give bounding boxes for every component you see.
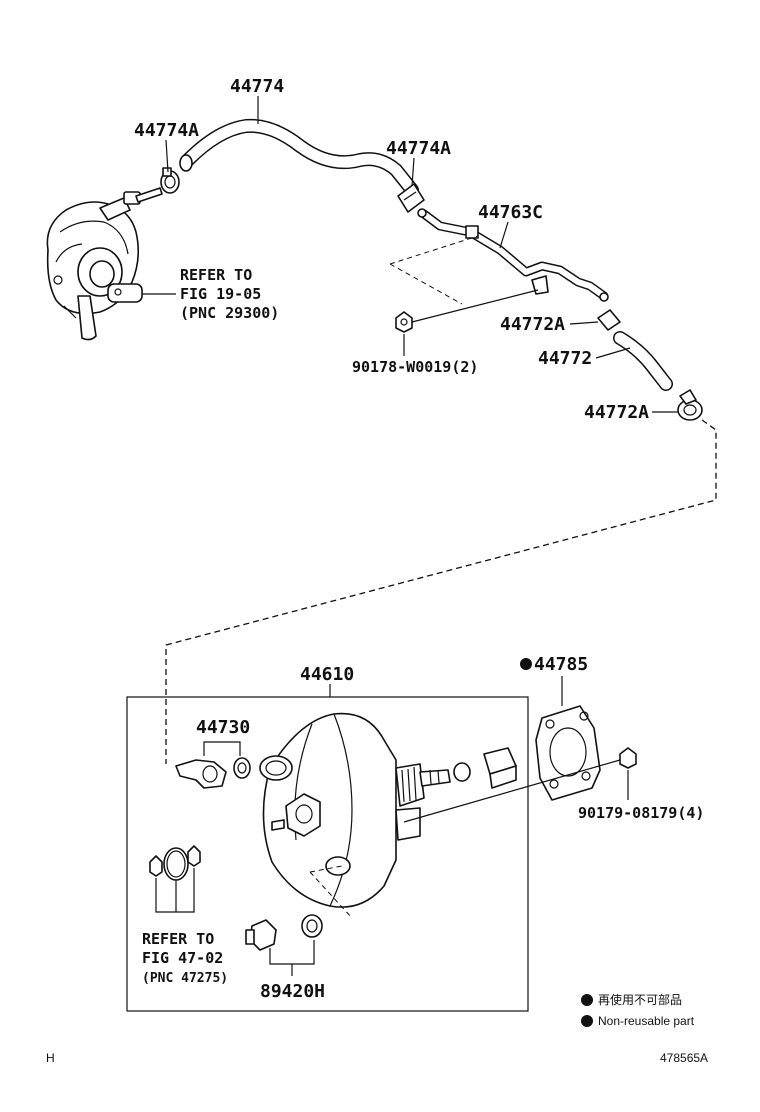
leader-44774a-right: [411, 157, 415, 187]
label-90178: 90178-W0019(2): [352, 358, 478, 376]
clamp-44774a-left: [160, 167, 180, 194]
label-44774a-left: 44774A: [134, 120, 199, 141]
label-44774: 44774: [230, 76, 284, 97]
gasket-44785: [535, 705, 601, 801]
check-valve-44730: [175, 757, 251, 789]
label-90179: 90179-08179(4): [578, 804, 704, 822]
pump-outlet-pipe: [135, 187, 163, 203]
hose-44774: [179, 118, 419, 197]
label-44610: 44610: [300, 664, 354, 685]
drawing-number: 478565A: [660, 1051, 708, 1065]
nut-90178: [395, 311, 413, 333]
leader-ref-master: [155, 868, 195, 913]
footer-left-code: H: [46, 1051, 55, 1065]
connection-dashed-line: [165, 419, 717, 764]
clamp-44774a-right: [397, 183, 425, 213]
leader-44772: [595, 347, 631, 359]
ref-pump-line1: REFER TO: [180, 266, 252, 284]
brake-booster: [259, 712, 451, 908]
pipe-44763c: [417, 208, 609, 302]
leader-44763c: [499, 221, 509, 249]
label-44730: 44730: [196, 717, 250, 738]
ref-master-line1: REFER TO: [142, 930, 214, 948]
clamp-44772a-lower: [677, 389, 703, 421]
master-cylinder-seal-parts: [149, 845, 201, 881]
leader-44772a-upper: [569, 321, 599, 325]
legend-jp: 再使用不可部品: [598, 992, 682, 1007]
non-reusable-marker-44785: [520, 658, 532, 670]
ref-master-line3: (PNC 47275): [142, 971, 228, 986]
leader-89420h: [269, 940, 315, 976]
nut-90179: [619, 747, 637, 769]
clevis-parts: [453, 747, 517, 789]
label-44774a-right: 44774A: [386, 138, 451, 159]
label-44785: 44785: [534, 654, 588, 675]
label-44763c: 44763C: [478, 202, 543, 223]
label-44772a-lower: 44772A: [584, 402, 649, 423]
label-44772a-upper: 44772A: [500, 314, 565, 335]
booster-assembly-frame: [126, 696, 529, 1012]
pipe-mount-dashed-guide: [389, 235, 479, 305]
label-89420h: 89420H: [260, 981, 325, 1002]
ref-master-line2: FIG 47-02: [142, 949, 223, 967]
ref-pump-line3: (PNC 29300): [180, 304, 279, 322]
legend-dot-jp: [581, 994, 593, 1006]
legend-en: Non-reusable part: [598, 1014, 695, 1028]
booster-mount-dashed-guide: [309, 865, 353, 919]
nut-90179-guide: [403, 759, 621, 823]
vacuum-pump: [46, 191, 143, 341]
legend-dot-en: [581, 1015, 593, 1027]
leader-44730: [203, 741, 241, 756]
hose-44772: [613, 331, 673, 391]
leader-44774a-left: [165, 139, 169, 173]
label-44772: 44772: [538, 348, 592, 369]
ref-pump-line2: FIG 19-05: [180, 285, 261, 303]
nut-90178-guide: [411, 289, 539, 323]
sensor-89420h: [245, 914, 323, 951]
clamp-44772a-upper: [597, 309, 621, 331]
